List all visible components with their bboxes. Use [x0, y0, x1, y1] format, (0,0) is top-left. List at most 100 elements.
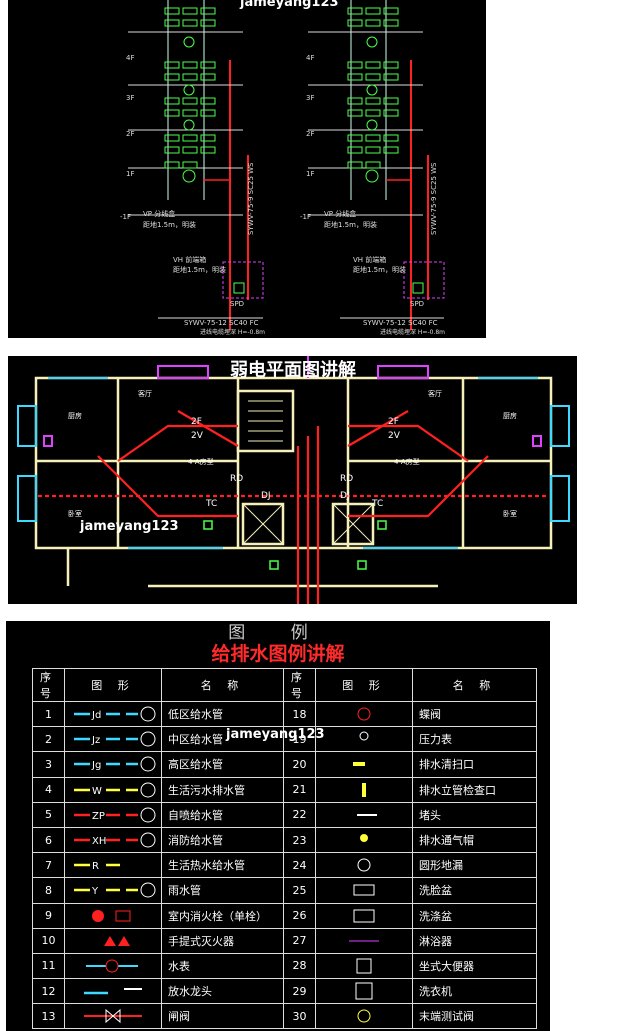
header-cell: 名 称: [161, 668, 284, 702]
fixture-symbol: [315, 1003, 413, 1030]
row-number: 25: [283, 877, 316, 904]
item-name: 排水立管检查口: [412, 776, 537, 803]
legend-title: 给排水图例讲解: [211, 643, 345, 665]
row-number: 18: [283, 700, 316, 728]
depth-note: 进线电缆埋深 H=-0.8m: [200, 328, 265, 336]
header-cell: 图 形: [315, 668, 413, 702]
fixture-symbol: [315, 826, 413, 854]
row-number: 26: [283, 902, 316, 929]
plan-label: RD: [230, 474, 243, 484]
floor-label: 4F: [126, 54, 134, 62]
fixture-symbol-icon: [355, 982, 373, 1000]
plan-label: TC: [205, 499, 217, 509]
floor-label: 2F: [306, 130, 314, 138]
fixture-symbol-icon: [353, 909, 375, 923]
header-cell: 图 形: [64, 668, 162, 702]
row-number: 3: [32, 751, 65, 778]
row-number: 1: [32, 700, 65, 728]
watermark: jameyang123: [80, 519, 179, 534]
row-number: 11: [32, 952, 65, 980]
watermark: jameyang123: [226, 727, 325, 742]
row-number: 6: [32, 826, 65, 854]
fixture-symbol-icon: [362, 782, 366, 797]
plan-label: 客厅: [428, 389, 442, 398]
cable-note: SYWV-75-12 SC40 FC: [184, 319, 259, 327]
fixture-symbol-icon: [359, 731, 369, 741]
plan-label: 2F: [191, 417, 202, 427]
item-name: 自喷给水管: [161, 801, 284, 828]
item-name: 室内消火栓（单栓）: [161, 902, 284, 929]
item-name: 末端测试阀: [412, 1003, 537, 1030]
pipe-symbol-icon: [84, 1009, 142, 1024]
pipe-symbol-icon: [84, 988, 142, 995]
header-cell: 名 称: [412, 668, 537, 702]
pipe-symbol: ZP: [64, 801, 162, 828]
pipe-abbr: ZP: [92, 811, 105, 822]
item-name: 坐式大便器: [412, 952, 537, 980]
riser-diagram: 4F 3F 2F 1F -1F 4F 3F 2F 1F -1F VP 分线盒 距…: [120, 0, 445, 336]
item-name: 排水通气帽: [412, 826, 537, 854]
legend-top-label: 图 例: [228, 623, 328, 643]
pipe-abbr: Jg: [91, 760, 101, 771]
pipe-abbr: XH: [92, 836, 106, 847]
fixture-symbol-icon: [353, 884, 375, 896]
row-number: 7: [32, 852, 65, 879]
fixture-symbol-icon: [349, 940, 379, 942]
fixture-symbol: [315, 978, 413, 1005]
floor-label: 3F: [306, 94, 314, 102]
item-name: 雨水管: [161, 877, 284, 904]
fixture-symbol-icon: [360, 834, 368, 843]
pipe-symbol: [64, 927, 162, 954]
row-number: 28: [283, 952, 316, 980]
plan-label: 客厅: [138, 389, 152, 398]
fixture-symbol: [315, 776, 413, 803]
plan-label: DJ: [340, 491, 350, 501]
pipe-symbol: [64, 902, 162, 929]
fixture-symbol-icon: [357, 1009, 371, 1023]
item-name: 手提式灭火器: [161, 927, 284, 954]
fixture-symbol: [315, 927, 413, 954]
fixture-symbol: [315, 852, 413, 879]
pipe-symbol-icon: XH: [74, 832, 156, 848]
pipe-symbol: [64, 978, 162, 1005]
row-number: 2: [32, 726, 65, 753]
item-name: 洗衣机: [412, 978, 537, 1005]
vh-note: VH 前端箱: [173, 255, 206, 264]
pipe-abbr: Jd: [91, 710, 101, 721]
pipe-symbol-icon: [104, 935, 130, 946]
row-number: 24: [283, 852, 316, 879]
vh-note: 距地1.5m，明装: [173, 265, 226, 274]
pipe-symbol-icon: Jg: [74, 756, 156, 772]
vp-note: VP 分线盒: [143, 209, 175, 218]
row-number: 22: [283, 801, 316, 828]
item-name: 水表: [161, 952, 284, 980]
pipe-symbol: Jg: [64, 751, 162, 778]
pipe-symbol-icon: [86, 959, 138, 973]
pipe-abbr: R: [92, 861, 99, 872]
plan-label: TC: [371, 499, 383, 509]
vp-note: 距地1.5m，明装: [324, 220, 377, 229]
fixture-symbol: [315, 902, 413, 929]
floor-label: -1F: [120, 213, 131, 221]
depth-note: 进线电缆埋深 H=-0.8m: [380, 328, 445, 336]
fixture-symbol: [315, 877, 413, 904]
row-number: 8: [32, 877, 65, 904]
item-name: 中区给水管: [161, 726, 284, 753]
item-name: 高区给水管: [161, 751, 284, 778]
pipe-symbol: Jd: [64, 700, 162, 728]
floor-label: 1F: [126, 170, 134, 178]
pipe-symbol-icon: Jd: [74, 706, 156, 722]
pipe-symbol: Jz: [64, 726, 162, 753]
row-number: 13: [32, 1003, 65, 1030]
riser-cable-label: SYWV-75-9 SC25 WS: [247, 162, 255, 235]
